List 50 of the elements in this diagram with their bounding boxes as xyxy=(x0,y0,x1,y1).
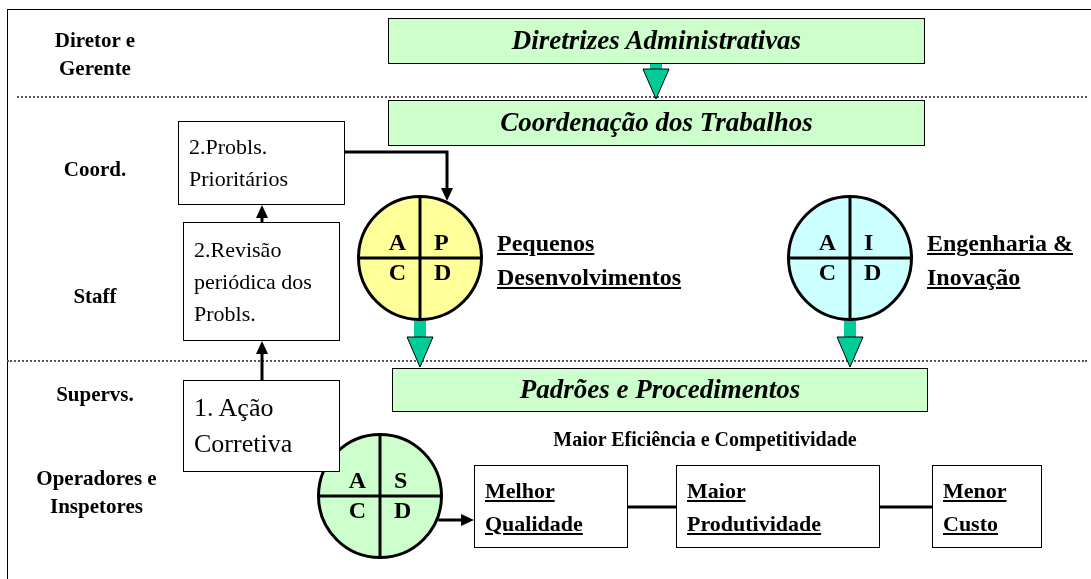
circle-caption: Engenharia & Inovação xyxy=(927,229,1074,292)
node-text: Maior Produtividade xyxy=(687,476,823,538)
process-box xyxy=(183,222,340,341)
arrow xyxy=(438,514,474,526)
process-box xyxy=(676,465,880,548)
quadrant-letter: D xyxy=(394,498,412,522)
quadrant-letter: A xyxy=(348,468,366,492)
arrow xyxy=(256,341,268,380)
quadrant-letter: S xyxy=(394,468,408,492)
circle-caption: Pequenos Desenvolvimentos xyxy=(497,229,682,292)
group-heading: Maior Eficiência e Competitividade xyxy=(552,427,858,452)
process-box xyxy=(474,465,628,548)
connector-line xyxy=(880,505,932,509)
process-box xyxy=(183,380,340,472)
quadrant-letter: A xyxy=(388,230,406,254)
process-box xyxy=(932,465,1042,548)
quadrant-letter: I xyxy=(864,230,874,254)
quadrant-letter: D xyxy=(864,260,882,284)
level-label: Staff xyxy=(72,283,118,310)
block-arrow xyxy=(836,321,864,368)
node-text: Menor Custo xyxy=(943,476,1008,538)
quadrant-letter: A xyxy=(818,230,836,254)
quadrant-circle xyxy=(787,195,913,321)
quadrant-letter: C xyxy=(348,498,366,522)
level-label: Supervs. xyxy=(55,381,135,408)
quadrant-circle xyxy=(317,433,443,559)
quadrant-circle xyxy=(357,195,483,321)
node-text: Melhor Qualidade xyxy=(485,476,584,538)
banner-box xyxy=(392,368,928,412)
block-arrow xyxy=(642,64,670,100)
level-label: Operadores e Inspetores xyxy=(35,465,158,520)
quadrant-letter: C xyxy=(818,260,836,284)
arrow xyxy=(256,205,268,222)
node-text: Coordenação dos Trabalhos xyxy=(500,106,813,140)
quadrant-letter: C xyxy=(388,260,406,284)
arrow xyxy=(345,150,453,202)
process-box xyxy=(178,121,345,205)
node-text: 2.Revisão periódica dos Probls. xyxy=(194,235,313,328)
node-text: 2.Probls. Prioritários xyxy=(189,133,289,193)
node-text: 1. Ação Corretiva xyxy=(194,392,294,460)
node-text: Diretrizes Administrativas xyxy=(511,24,802,58)
quadrant-letter: P xyxy=(434,230,449,254)
node-text: Padrões e Procedimentos xyxy=(519,373,801,407)
connector-line xyxy=(628,505,676,509)
level-label: Diretor e Gerente xyxy=(53,27,137,82)
quadrant-letter: D xyxy=(434,260,452,284)
banner-box xyxy=(388,100,925,146)
block-arrow xyxy=(406,321,434,368)
level-label: Coord. xyxy=(62,156,128,183)
banner-box xyxy=(388,18,925,64)
